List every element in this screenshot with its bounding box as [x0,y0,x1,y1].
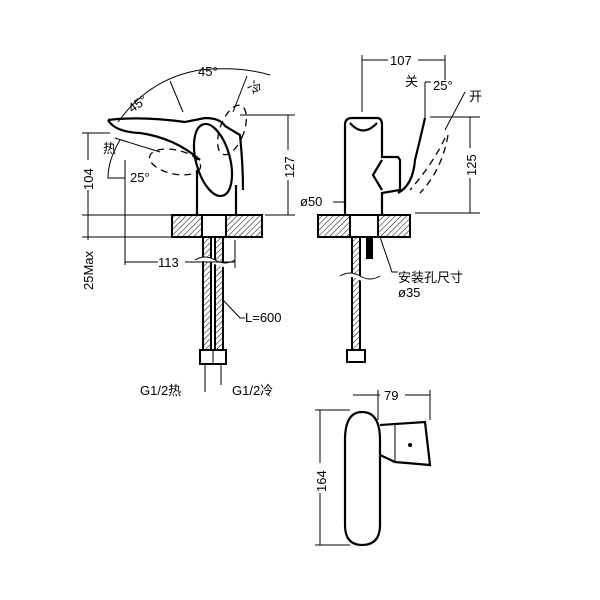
open-angle-label: 25° [433,78,453,93]
dim-length-164: 164 [314,470,329,492]
open-label: 开 [469,89,482,104]
spout-outline [107,116,245,191]
inlet-hot-label: G1/2热 [140,383,181,398]
hose-nut [346,349,366,363]
hole-leader [379,236,398,273]
dim-reach-113: 113 [158,255,179,270]
side-view: 45° 45° 冷 热 25° 104 25Max [81,64,297,398]
front-view: 107 关 25° 开 125 ø50 安装孔尺寸 ø35 [300,53,482,363]
hole-size-label: 安装孔尺寸 [398,270,463,285]
angle-line [169,80,184,113]
hot-label: 热 [103,141,116,156]
hot-angle-arc [107,139,125,179]
cold-hose [214,236,224,351]
dim-deck-max: 25Max [81,250,96,290]
indicator-dot [408,443,412,447]
hose-length-label: L=600 [245,310,282,325]
inlet-cold-label: G1/2冷 [232,383,273,398]
front-lever [397,117,427,194]
closed-label: 关 [405,74,418,89]
hose-leader [222,299,245,319]
hot-hose [202,236,212,351]
angle-left-label: 45° [125,92,150,116]
open-lever-outline [409,137,446,191]
mounting-stud [366,237,373,259]
hot-position-outline [148,148,202,176]
cartridge-housing [371,159,383,191]
mounting-hole [349,214,379,238]
dim-width-79: 79 [384,388,398,403]
aerator [349,122,378,132]
hole-diameter-label: ø35 [398,285,420,300]
break-line [339,272,381,280]
angle-top-label: 45° [198,64,218,79]
top-body [343,410,382,547]
top-view: 79 164 [314,388,432,547]
angle-line [114,137,161,153]
dim-height-125: 125 [464,154,479,176]
rotation-arc [117,68,271,123]
body-diameter-label: ø50 [300,194,322,209]
spout-underside [107,119,201,161]
mounting-hole [201,214,227,238]
cold-label: 冷 [245,78,265,98]
cold-position-outline [216,104,248,156]
hot-angle-label: 25° [130,170,150,185]
dim-width-107: 107 [390,53,412,68]
open-lever-outline [419,134,449,194]
front-body [343,116,402,215]
dim-height-104: 104 [81,168,96,190]
top-lever [379,420,432,467]
hose [351,236,361,361]
lever-handle [192,122,234,198]
dim-height-127: 127 [282,156,297,178]
